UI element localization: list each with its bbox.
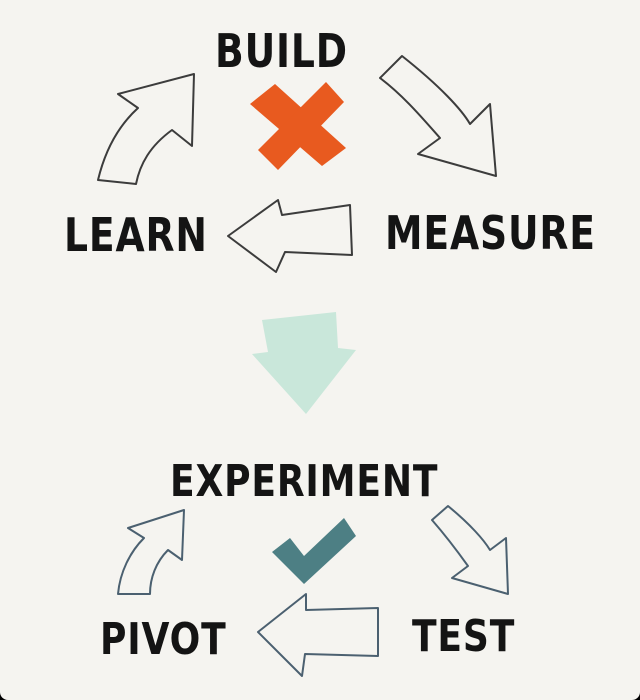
label-pivot: PIVOT	[100, 614, 227, 665]
arrow-test-to-pivot-icon	[257, 593, 379, 677]
arrow-learn-to-build-icon	[97, 73, 195, 185]
arrow-pivot-to-experiment-icon	[117, 509, 185, 595]
arrow-build-to-measure-icon	[379, 55, 497, 177]
check-icon	[272, 518, 356, 584]
cross-icon	[250, 82, 346, 170]
label-test: TEST	[412, 611, 516, 662]
label-experiment: EXPERIMENT	[170, 456, 439, 507]
label-measure: MEASURE	[385, 206, 596, 260]
arrow-measure-to-learn-icon	[227, 199, 353, 273]
label-learn: LEARN	[64, 208, 208, 262]
arrow-experiment-to-test-icon	[431, 505, 509, 595]
down-arrow-icon	[252, 312, 356, 414]
label-build: BUILD	[215, 24, 348, 78]
